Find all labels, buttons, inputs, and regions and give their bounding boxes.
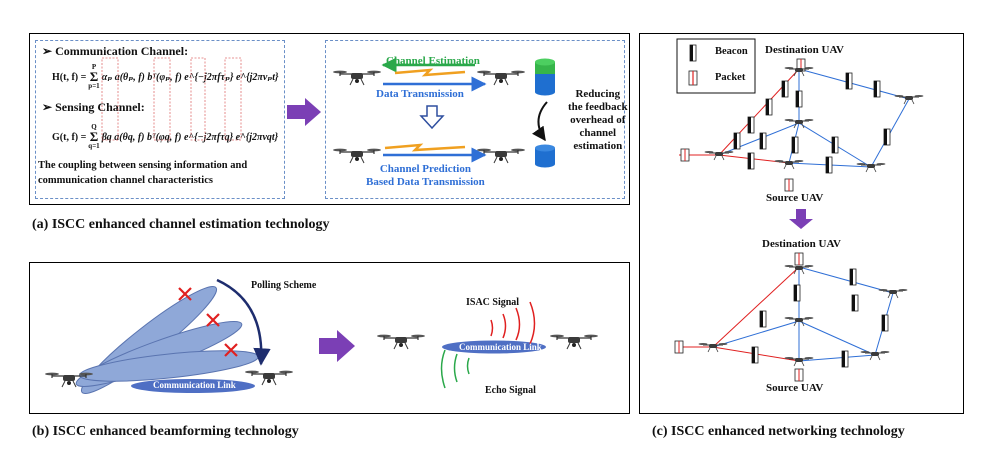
lightning-arrow-2 (384, 143, 466, 152)
coupling-text-line2: communication channel characteristics (38, 175, 213, 186)
reduction-arrow (532, 101, 548, 142)
panel-a-frame (29, 33, 630, 205)
sum-icon: Σ (89, 69, 99, 84)
drone-icon (784, 356, 814, 367)
data-transmission-label: Data Transmission (376, 88, 464, 100)
comm-link-right (442, 340, 546, 354)
lightning-arrow (394, 68, 466, 77)
legend-packet-label: Packet (715, 72, 746, 83)
bottom-network-links (677, 266, 894, 362)
packet-icon (688, 70, 698, 86)
comm-sum-bottom: p=1 (88, 82, 100, 90)
estimation-diagram (332, 57, 555, 168)
sum-icon: Σ (89, 129, 99, 144)
reducing-line2: the feedback (568, 101, 628, 113)
comm-channel-label: Communication Channel: (55, 44, 189, 58)
reducing-label: Reducing the feedback overhead of channe… (568, 88, 628, 153)
estimation-box (325, 40, 625, 199)
isac-signal-arcs (490, 301, 536, 345)
echo-signal-label: Echo Signal (485, 385, 536, 396)
caption-a: (a) ISCC enhanced channel estimation tec… (32, 217, 330, 232)
bullet-arrow-icon: ➢ (42, 100, 56, 114)
highlight-aoa (101, 57, 119, 141)
comm-formula-lhs: H(t, f) = (52, 71, 87, 83)
drone-icon (856, 162, 886, 173)
channel-prediction-label: Channel Prediction Based Data Transmissi… (366, 163, 485, 189)
sensing-channel-heading: ➢ Sensing Channel: (42, 100, 145, 115)
bottom-packets (674, 252, 804, 382)
top-beacons (733, 72, 891, 174)
beacon-icon (689, 44, 697, 62)
echo-signal-arcs (440, 349, 470, 389)
database-icon (535, 58, 555, 96)
destination-bottom-label: Destination UAV (762, 238, 841, 250)
coupling-text: The coupling between sensing information… (38, 158, 247, 188)
drone-icon (878, 288, 908, 299)
hollow-down-arrow (419, 105, 445, 130)
reducing-line4: channel (579, 127, 617, 139)
coupling-highlights (101, 57, 242, 141)
highlight-delay (190, 57, 206, 141)
database-small-icon (535, 144, 555, 168)
isac-signal-label: ISAC Signal (466, 297, 520, 308)
sensing-sum-top: Q (91, 123, 97, 131)
sensing-sum-bottom: q=1 (88, 142, 100, 150)
drone-icon (332, 69, 382, 86)
drone-icon (774, 159, 804, 170)
panel-b-purple-arrow (319, 330, 355, 362)
sensing-formula: G(t, f) = Q Σ q=1 βq a(θq, f) bᵀ(φq, f) … (52, 124, 278, 150)
comm-link-left (131, 379, 255, 393)
comm-sum-top: P (91, 63, 97, 71)
source-bottom-label: Source UAV (766, 382, 824, 394)
panel-a-purple-arrow (287, 98, 321, 126)
polling-arrow (216, 278, 271, 366)
beamforming-diagram (44, 278, 599, 394)
coupling-text-line1: The coupling between sensing information… (38, 160, 248, 171)
channel-prediction-line2: Based Data Transmission (366, 176, 485, 188)
source-top-label: Source UAV (766, 192, 824, 204)
highlight-aod (153, 57, 171, 141)
comm-link-left-label: Communication Link (153, 380, 236, 390)
comm-channel-heading: ➢ Communication Channel: (42, 44, 188, 59)
drone-icon (894, 94, 924, 105)
reducing-line1: Reducing (575, 88, 621, 100)
sensing-formula-lhs: G(t, f) = (52, 131, 87, 143)
sensing-channel-label: Sensing Channel: (55, 100, 145, 114)
highlight-doppler (224, 57, 242, 141)
channel-estimation-label: Channel Estimation (386, 55, 480, 67)
fail-x-marks (178, 287, 238, 357)
drone-icon (332, 147, 382, 164)
channel-prediction-line1: Channel Prediction (379, 163, 471, 175)
comm-formula: H(t, f) = P Σ p=1 αₚ a(θₚ, f) bᵀ(φₚ, f) … (52, 64, 279, 90)
drone-icon (376, 333, 426, 350)
destination-top-label: Destination UAV (765, 44, 844, 56)
comm-link-right-label: Communication Link (459, 342, 542, 352)
sensing-formula-rhs: βq a(θq, f) bᵀ(φq, f) e^{−j2πfτq} e^{j2π… (101, 131, 279, 143)
drone-icon (549, 333, 599, 350)
legend-beacon-label: Beacon (715, 46, 748, 57)
reducing-line3: overhead of (570, 114, 626, 126)
polling-scheme-label: Polling Scheme (251, 280, 317, 291)
networking-diagram (674, 38, 924, 382)
drone-icon (244, 369, 294, 386)
formula-box (35, 40, 285, 199)
caption-c: (c) ISCC enhanced networking technology (652, 424, 905, 439)
bullet-arrow-icon: ➢ (42, 44, 56, 58)
caption-b: (b) ISCC enhanced beamforming technology (32, 424, 299, 439)
comm-formula-rhs: αₚ a(θₚ, f) bᵀ(φₚ, f) e^{−j2πfτₚ} e^{j2π… (101, 71, 279, 83)
panel-c-purple-arrow (789, 209, 813, 229)
reducing-line5: estimation (573, 140, 623, 152)
